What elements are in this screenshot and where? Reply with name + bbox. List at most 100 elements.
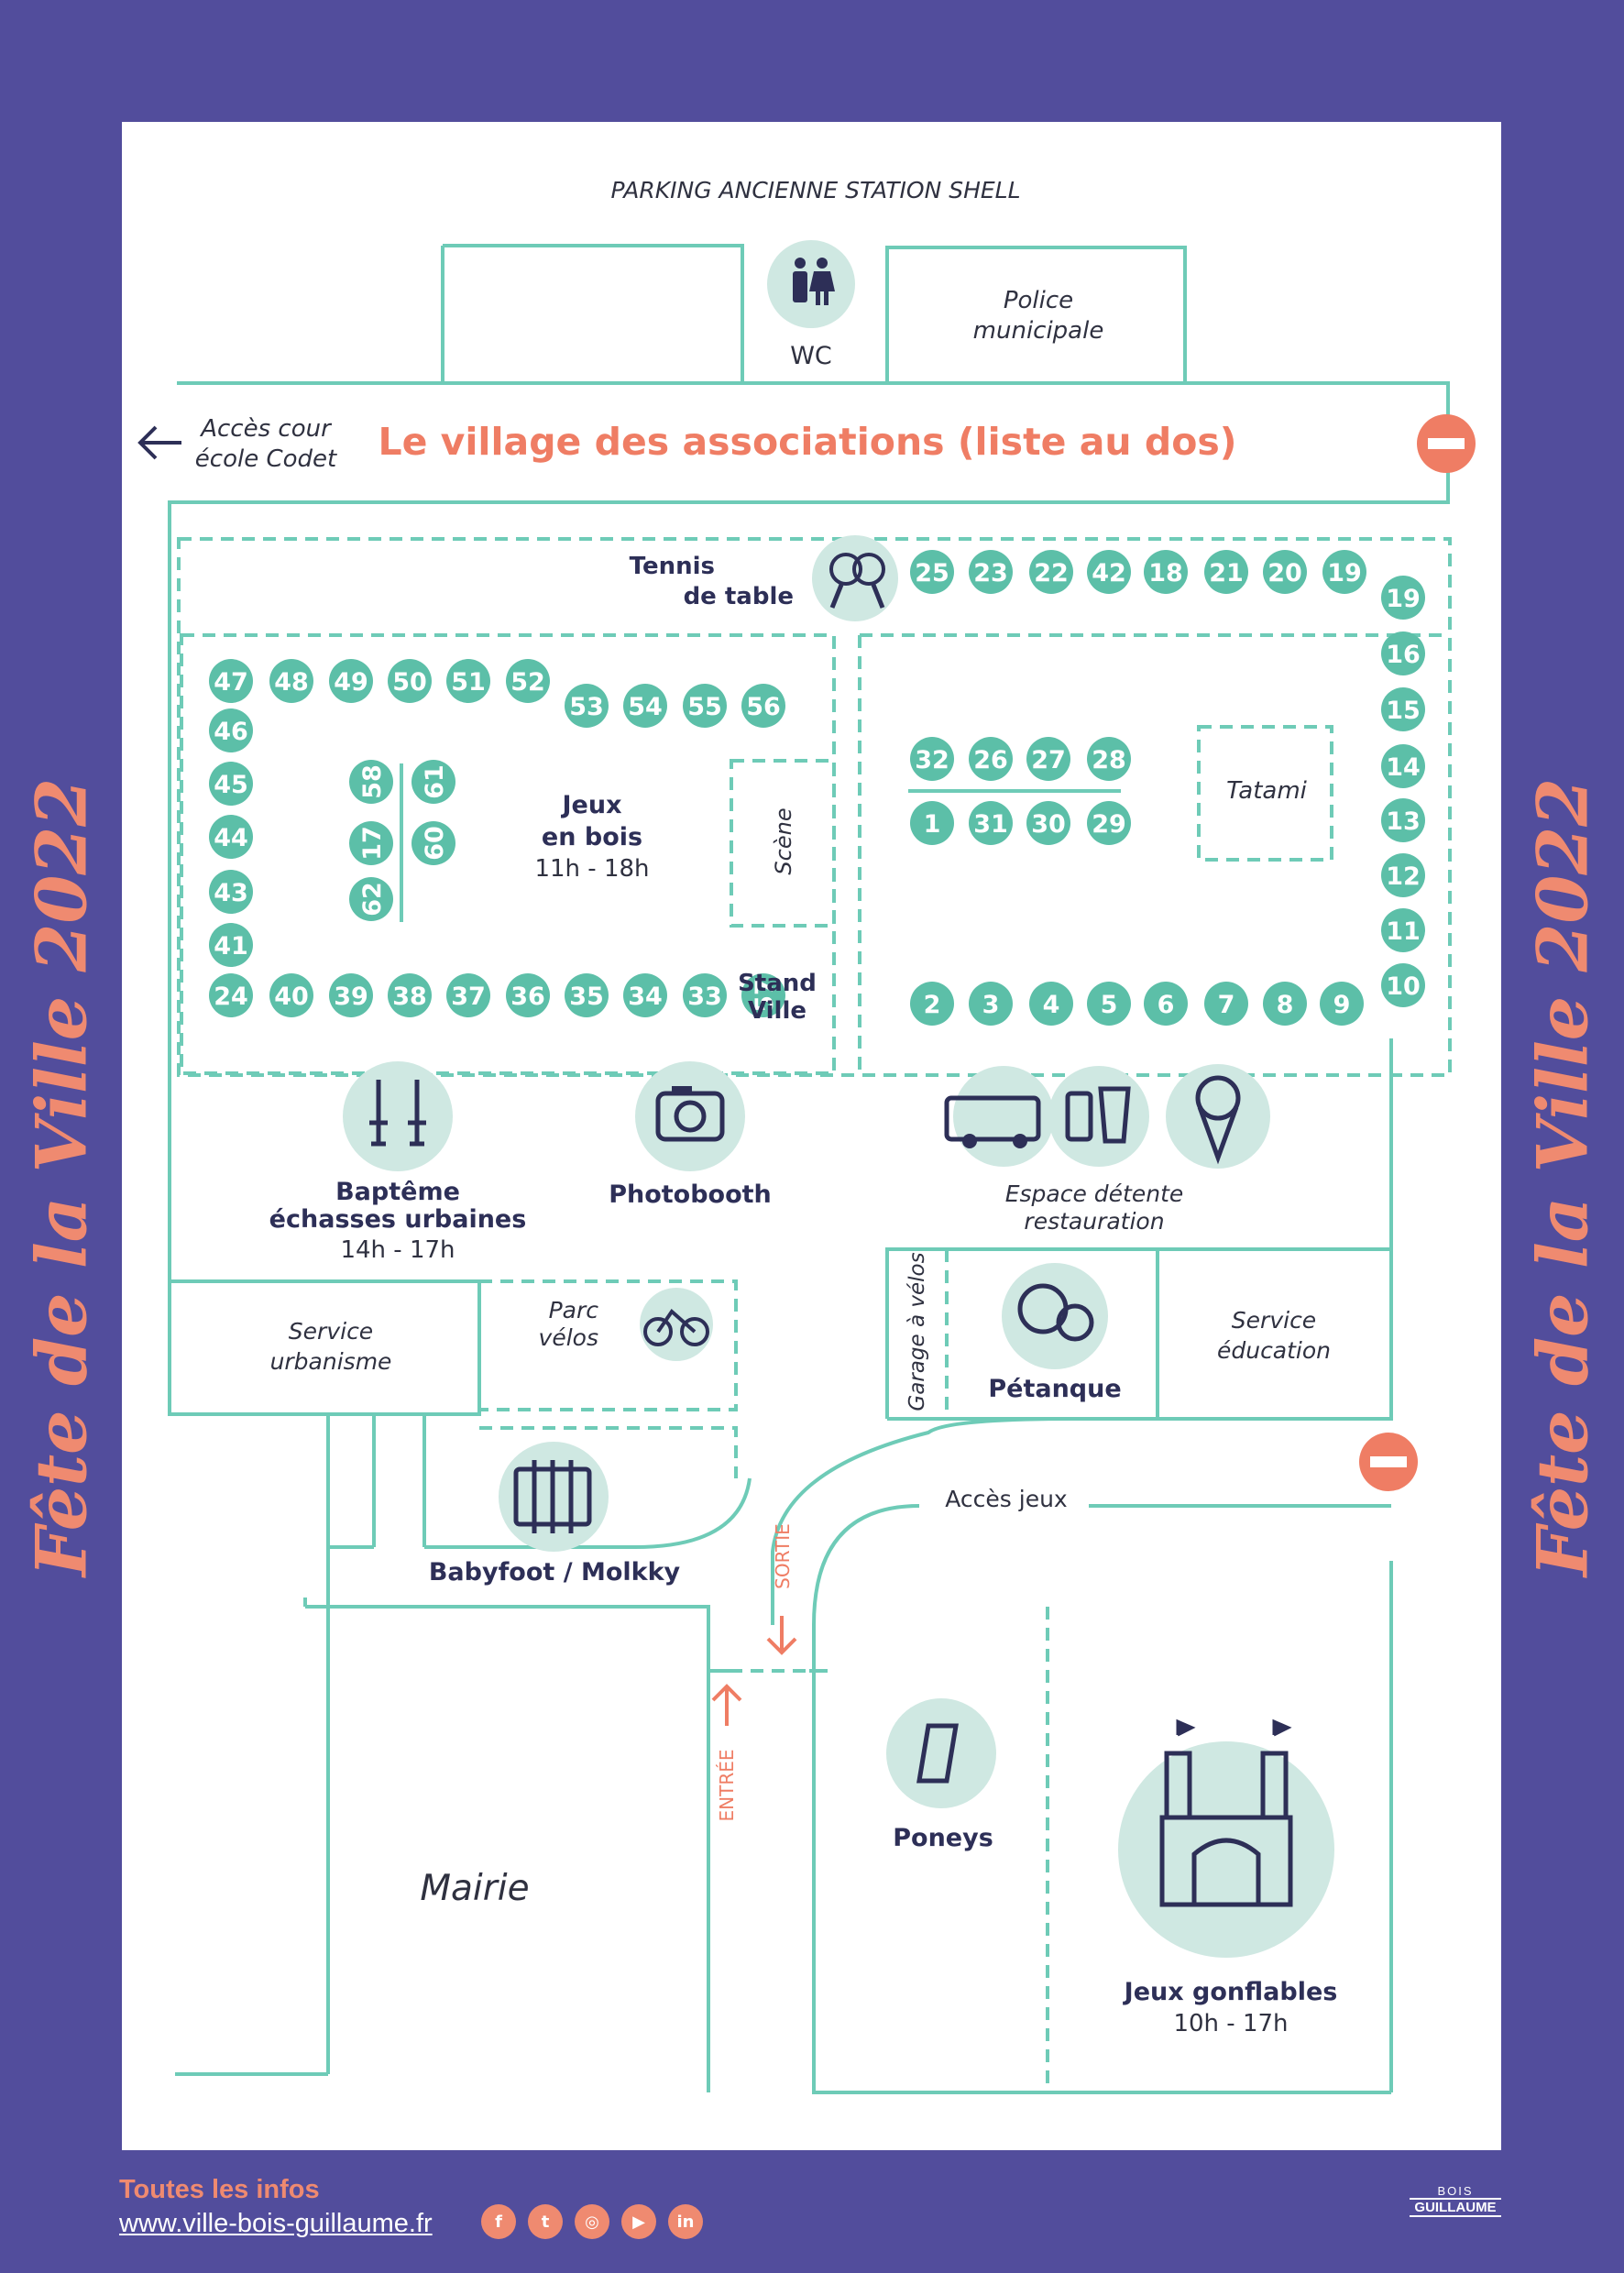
- detente-label-1: Espace détente: [1004, 1180, 1184, 1207]
- stand-42: 42: [1087, 550, 1131, 594]
- stand-49: 49: [329, 659, 373, 703]
- garage-velos-label-2: à vélos: [905, 1252, 929, 1328]
- stand-number: 39: [334, 983, 368, 1011]
- stand-number: 38: [392, 983, 427, 1011]
- stand-ville-label-2: Ville: [747, 997, 807, 1025]
- stand-number: 30: [1031, 810, 1066, 839]
- stand-23: 23: [969, 550, 1013, 594]
- stand-40: 40: [269, 973, 313, 1017]
- urbanisme-label-1: Service: [288, 1318, 374, 1345]
- police-label-2: municipale: [972, 317, 1104, 345]
- stand-number: 42: [1092, 559, 1126, 587]
- stand-29: 29: [1087, 801, 1131, 845]
- village-title: Le village des associations (liste au do…: [378, 420, 1237, 464]
- stand-60: 60: [411, 821, 455, 865]
- logo-line-1: BOIS: [1437, 2184, 1474, 2198]
- stand-number: 6: [1158, 991, 1175, 1019]
- stand-number: 48: [274, 668, 309, 697]
- stand-number: 54: [628, 693, 663, 721]
- stand-number: 41: [214, 932, 248, 961]
- wc-label: WC: [790, 342, 832, 370]
- stand-5: 5: [1087, 982, 1131, 1026]
- urbanisme-label-2: urbanisme: [269, 1348, 392, 1375]
- linkedin-icon[interactable]: in: [668, 2204, 703, 2239]
- acces-cour-label-2: école Codet: [194, 445, 337, 473]
- petanque-icon: [1002, 1263, 1108, 1369]
- stand-62: 62: [349, 877, 393, 921]
- stand-19: 19: [1381, 576, 1425, 620]
- stand-39: 39: [329, 973, 373, 1017]
- stand-11: 11: [1381, 908, 1425, 952]
- stand-number: 56: [746, 693, 781, 721]
- stand-33: 33: [683, 973, 727, 1017]
- service-education-box: [885, 1247, 1393, 1421]
- camera-icon: [635, 1061, 745, 1171]
- building-left: [441, 244, 744, 385]
- detente-label-2: restauration: [1024, 1208, 1165, 1235]
- stand-52: 52: [506, 659, 550, 703]
- stand-45: 45: [209, 762, 253, 806]
- stand-57: 57: [741, 973, 785, 1017]
- petanque-label: Pétanque: [988, 1375, 1122, 1403]
- stand-61: 61: [411, 760, 455, 804]
- stand-19: 19: [1322, 550, 1366, 594]
- no-entry-sign-right: [1359, 1433, 1418, 1491]
- stand-number: 19: [1327, 559, 1362, 587]
- twitter-icon[interactable]: t: [528, 2204, 563, 2239]
- stand-3: 3: [969, 982, 1013, 1026]
- jeux-bois-label-1: Jeux: [562, 791, 622, 819]
- stand-number: 22: [1034, 559, 1069, 587]
- food-truck-icon: [944, 1066, 1054, 1167]
- garage-velos-label: Garage à vélos: [905, 1252, 929, 1411]
- stand-47: 47: [209, 659, 253, 703]
- stand-number: 5: [1101, 991, 1118, 1019]
- garage-velos-label-1: Garage: [905, 1334, 929, 1411]
- youtube-icon[interactable]: ▶: [621, 2204, 656, 2239]
- stand-35: 35: [565, 973, 609, 1017]
- stand-number: 58: [358, 764, 387, 799]
- path-curve-upper: [771, 1417, 1391, 1625]
- stand-12: 12: [1381, 853, 1425, 897]
- stand-25: 25: [910, 550, 954, 594]
- stand-number: 25: [915, 559, 949, 587]
- jeux-bois-hours: 11h - 18h: [534, 855, 650, 883]
- stand-number: 18: [1148, 559, 1183, 587]
- stand-number: 24: [214, 983, 248, 1011]
- stand-number: 40: [274, 983, 309, 1011]
- stand-number: 3: [982, 991, 1000, 1019]
- drinks-icon: [1048, 1066, 1149, 1167]
- jeux-bois-label-2: en bois: [541, 823, 643, 851]
- stand-number: 23: [973, 559, 1008, 587]
- footer-url-link[interactable]: www.ville-bois-guillaume.fr: [119, 2209, 433, 2238]
- mairie-label: Mairie: [420, 1868, 530, 1909]
- education-label-1: Service: [1231, 1307, 1317, 1334]
- stand-number: 45: [214, 771, 248, 799]
- entree-label: ENTRÉE: [716, 1749, 738, 1822]
- stand-number: 7: [1218, 991, 1235, 1019]
- stand-10: 10: [1381, 963, 1425, 1007]
- stand-21: 21: [1204, 550, 1248, 594]
- echasses-hours: 14h - 17h: [340, 1236, 455, 1264]
- stand-53: 53: [565, 684, 609, 728]
- stand-18: 18: [1144, 550, 1188, 594]
- stand-54: 54: [623, 684, 667, 728]
- stand-24: 24: [209, 973, 253, 1017]
- stand-number: 19: [1386, 585, 1421, 613]
- stand-number: 61: [421, 764, 449, 799]
- stand-number: 60: [421, 826, 449, 861]
- stand-number: 50: [392, 668, 427, 697]
- stand-38: 38: [388, 973, 432, 1017]
- stand-number: 26: [973, 746, 1008, 774]
- stand-number: 52: [510, 668, 545, 697]
- sortie-label: SORTIE: [772, 1523, 794, 1589]
- instagram-icon[interactable]: ◎: [575, 2204, 609, 2239]
- zone-tatami: [1197, 725, 1333, 862]
- facebook-icon[interactable]: f: [481, 2204, 516, 2239]
- babyfoot-label: Babyfoot / Molkky: [428, 1558, 681, 1587]
- stand-26: 26: [969, 737, 1013, 781]
- stand-8: 8: [1263, 982, 1307, 1026]
- stand-ville-label-1: Stand: [738, 970, 817, 997]
